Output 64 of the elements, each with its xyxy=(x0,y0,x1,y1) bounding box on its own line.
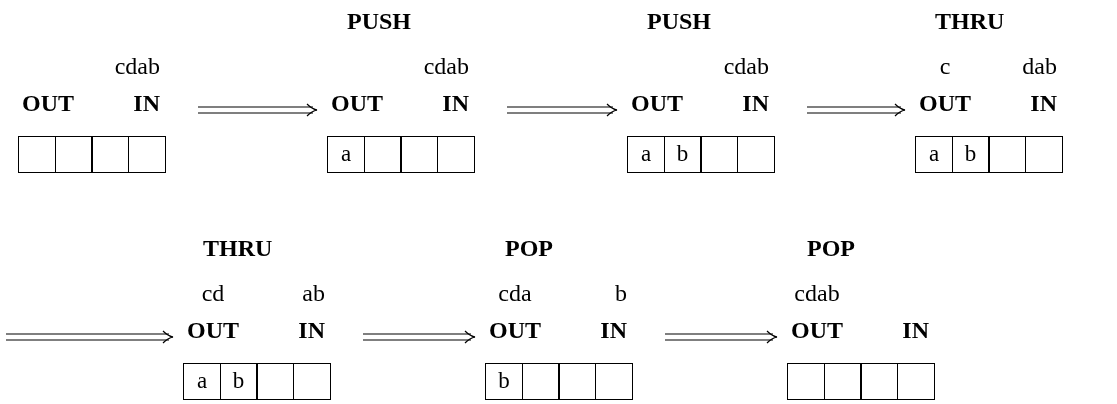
array-cell xyxy=(521,363,560,400)
array-cell: b xyxy=(663,136,702,173)
array-cell xyxy=(736,136,775,173)
sequence-label: c xyxy=(938,53,952,79)
port-label: OUT xyxy=(790,317,844,343)
port-label: IN xyxy=(1030,90,1057,116)
port-label: IN xyxy=(133,90,160,116)
port-label: IN xyxy=(298,317,325,343)
double-arrow xyxy=(362,330,476,344)
array-cell: b xyxy=(951,136,990,173)
double-arrow xyxy=(664,330,778,344)
sequence-label: dab xyxy=(1022,53,1057,79)
port-label: OUT xyxy=(918,90,972,116)
array-cell xyxy=(1024,136,1063,173)
operation-label: PUSH xyxy=(647,8,711,34)
sequence-label: cdab xyxy=(723,53,769,79)
array-cell xyxy=(127,136,166,173)
array-cell xyxy=(787,363,825,400)
sequence-label: cd xyxy=(200,280,226,306)
sequence-label: b xyxy=(615,280,627,306)
array-cell xyxy=(594,363,633,400)
array-cell: a xyxy=(183,363,221,400)
double-arrow xyxy=(806,103,906,117)
double-arrow xyxy=(197,103,318,117)
array-cell xyxy=(436,136,475,173)
sequence-label: ab xyxy=(302,280,325,306)
operation-label: THRU xyxy=(935,8,1005,34)
operation-label: THRU xyxy=(203,235,273,261)
array-cell xyxy=(292,363,331,400)
port-label: IN xyxy=(742,90,769,116)
array-cell xyxy=(363,136,402,173)
array-cell xyxy=(91,136,129,173)
array-cell: b xyxy=(219,363,258,400)
operation-label: POP xyxy=(505,235,553,261)
sequence-label: cdab xyxy=(793,280,841,306)
array-cell: a xyxy=(915,136,953,173)
sequence-label: cdab xyxy=(114,53,160,79)
array-cell: a xyxy=(327,136,365,173)
port-label: OUT xyxy=(330,90,384,116)
array-cell xyxy=(988,136,1026,173)
array-cell xyxy=(256,363,294,400)
port-label: IN xyxy=(902,317,929,343)
array-cell xyxy=(700,136,738,173)
array-cell xyxy=(860,363,898,400)
array-cell: b xyxy=(485,363,523,400)
double-arrow xyxy=(506,103,618,117)
array-cell xyxy=(54,136,93,173)
port-label: IN xyxy=(442,90,469,116)
double-arrow xyxy=(5,330,174,344)
port-label: OUT xyxy=(21,90,75,116)
array-cell xyxy=(823,363,862,400)
array-cell xyxy=(558,363,596,400)
sequence-label: cdab xyxy=(423,53,469,79)
sequence-label: cda xyxy=(497,280,533,306)
port-label: OUT xyxy=(186,317,240,343)
array-cell: a xyxy=(627,136,665,173)
array-cell xyxy=(18,136,56,173)
operation-label: POP xyxy=(807,235,855,261)
array-cell xyxy=(400,136,438,173)
port-label: OUT xyxy=(488,317,542,343)
array-cell xyxy=(896,363,935,400)
port-label: IN xyxy=(600,317,627,343)
operation-label: PUSH xyxy=(347,8,411,34)
port-label: OUT xyxy=(630,90,684,116)
